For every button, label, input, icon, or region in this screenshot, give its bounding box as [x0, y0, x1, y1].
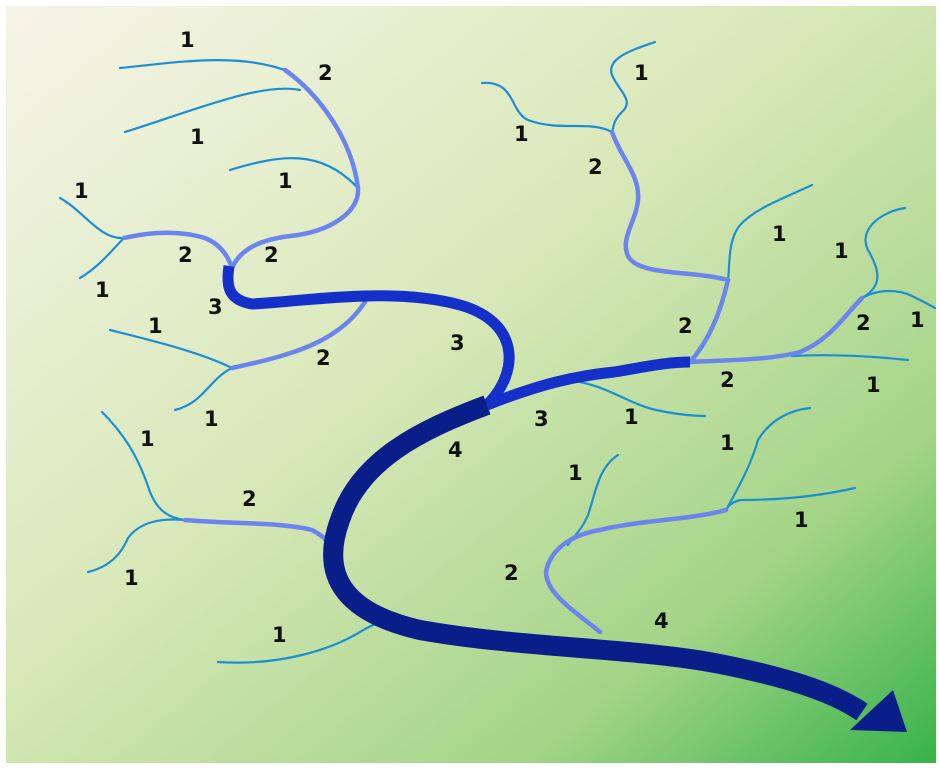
stream-order-1	[86, 518, 187, 574]
order-label: 1	[514, 122, 529, 146]
stream-order-2	[687, 277, 731, 365]
stream-order-3	[484, 356, 691, 411]
order-label: 2	[264, 243, 279, 267]
stream-order-1	[860, 289, 937, 310]
stream-order-1	[860, 206, 907, 300]
order-label: 1	[772, 222, 787, 246]
stream-order-1	[173, 366, 234, 412]
order-label: 1	[720, 431, 735, 455]
order-label: 1	[95, 278, 110, 302]
order-label: 1	[910, 308, 925, 332]
order-label: 2	[856, 311, 871, 335]
order-label: 4	[654, 609, 669, 633]
stream-order-2	[121, 230, 235, 271]
order-label: 2	[242, 487, 257, 511]
stream-order-4	[323, 395, 868, 721]
order-1-streams	[58, 40, 937, 664]
order-label: 1	[190, 125, 205, 149]
stream-order-1	[610, 40, 657, 134]
order-label: 2	[588, 155, 603, 179]
order-label: 1	[180, 28, 195, 52]
stream-order-1	[100, 410, 187, 522]
order-label: 1	[634, 61, 649, 85]
order-label: 2	[504, 561, 519, 585]
stream-order-2	[229, 67, 361, 271]
stream-order-1	[78, 236, 126, 280]
order-label: 4	[448, 438, 463, 462]
order-label: 2	[316, 346, 331, 370]
stream-order-1	[118, 59, 292, 74]
stream-order-1	[726, 183, 814, 282]
stream-order-1	[790, 354, 910, 362]
stream-order-1	[724, 486, 857, 512]
order-label: 1	[148, 314, 163, 338]
stream-order-1	[724, 406, 812, 512]
stream-order-2	[229, 299, 368, 371]
stream-order-2	[687, 295, 865, 365]
order-labels: 1 2 1 1 1 2 2 1 3 1 2 1 3 1 2 1 1 1 1 2 …	[74, 28, 925, 647]
stream-order-1	[578, 380, 707, 418]
order-label: 2	[318, 61, 333, 85]
stream-order-1	[123, 87, 302, 134]
order-label: 1	[140, 427, 155, 451]
order-label: 1	[278, 169, 293, 193]
order-label: 3	[208, 295, 223, 319]
stream-order-2	[543, 507, 729, 635]
order-label: 2	[178, 243, 193, 267]
order-label: 1	[624, 405, 639, 429]
stream-order-1	[58, 196, 126, 240]
order-3-streams	[222, 265, 691, 411]
order-label: 1	[74, 179, 89, 203]
order-2-streams	[121, 67, 865, 635]
order-4-river	[323, 395, 907, 732]
stream-order-1	[228, 157, 360, 190]
order-label: 1	[204, 407, 219, 431]
stream-order-2	[609, 129, 731, 283]
order-label: 3	[450, 331, 465, 355]
stream-order-1	[108, 328, 234, 370]
order-label: 1	[124, 566, 139, 590]
order-label: 2	[720, 368, 735, 392]
order-label: 2	[678, 314, 693, 338]
stream-order-3	[222, 265, 515, 409]
stream-order-1	[480, 81, 614, 134]
order-label: 1	[568, 461, 583, 485]
order-label: 1	[834, 239, 849, 263]
background	[6, 6, 936, 763]
order-label: 1	[794, 508, 809, 532]
river-arrow-head	[850, 690, 907, 732]
order-label: 1	[866, 373, 881, 397]
order-label: 1	[272, 623, 287, 647]
order-label: 3	[534, 407, 549, 431]
